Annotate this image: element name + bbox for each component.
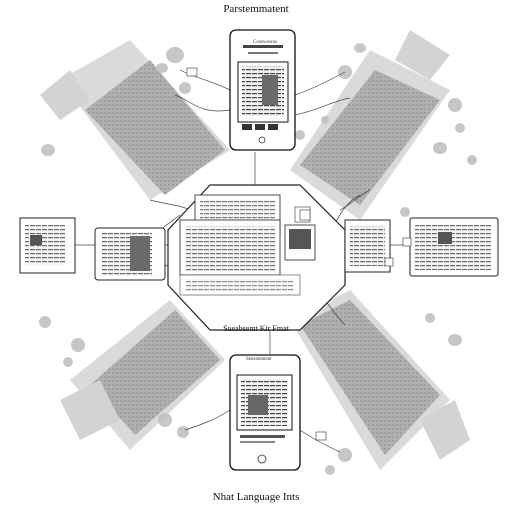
shadow-block-top-left	[40, 40, 230, 200]
scatter-blobs	[39, 43, 477, 475]
shadow-block-bottom-right	[290, 290, 470, 470]
small-icons	[186, 67, 412, 441]
central-octagon	[167, 184, 346, 331]
bottom-phone-header: Senstenment	[246, 357, 272, 362]
panel-left-near	[94, 227, 166, 281]
panel-left-far	[19, 217, 76, 274]
shadow-block-top-right	[290, 30, 450, 220]
panel-right-far	[409, 217, 499, 277]
bottom-phone	[229, 354, 301, 471]
top-phone	[229, 29, 296, 151]
diagram-title: Parstemmatent	[223, 3, 289, 15]
top-phone-header: Cosewsorus	[253, 40, 278, 45]
panel-right-near	[344, 219, 391, 273]
shadow-block-bottom-left	[60, 300, 225, 450]
center-caption: Sueabsemt Kir Fmat	[223, 324, 289, 333]
footer-caption: Nhat Language Ints	[212, 491, 300, 503]
